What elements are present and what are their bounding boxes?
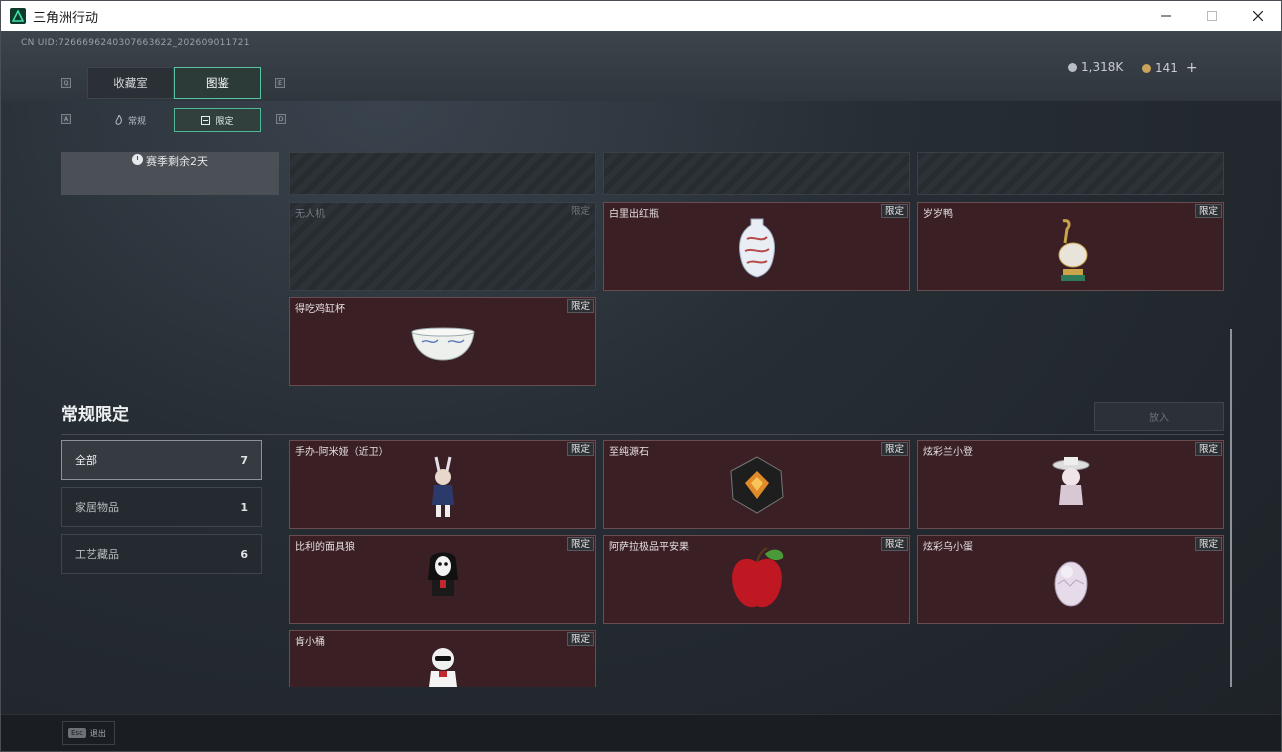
item-card[interactable]: 炫彩乌小蛋 限定 — [917, 535, 1224, 624]
item-name: 比利的面具狼 — [295, 542, 355, 553]
item-name: 手办-阿米娅（近卫） — [295, 447, 389, 458]
minimize-button[interactable] — [1143, 1, 1189, 31]
limited-tag: 限定 — [880, 537, 908, 551]
item-card-bowl[interactable]: 得吃鸡缸杯 限定 — [289, 297, 596, 386]
item-card[interactable]: 比利的面具狼 限定 — [289, 535, 596, 624]
uid-label: CN UID:7266696240307663622_202609011721 — [21, 38, 250, 48]
item-name: 炫彩兰小登 — [923, 447, 973, 458]
game-view: CN UID:7266696240307663622_202609011721 … — [1, 31, 1281, 751]
item-name: 至纯源石 — [609, 447, 649, 458]
section-divider — [61, 434, 1224, 435]
main-tabs: 收藏室 图鉴 — [87, 67, 261, 99]
item-card-drone[interactable]: 无人机 限定 — [289, 202, 596, 291]
sub-tabs: 常规 限定 — [87, 108, 261, 132]
limited-tag: 限定 — [566, 537, 594, 551]
item-card-partial[interactable] — [289, 152, 596, 195]
season-banner: 赛季剩余2天 — [61, 152, 279, 195]
silver-coin-icon — [1068, 62, 1077, 72]
limited-tag: 限定 — [570, 206, 590, 217]
close-button[interactable] — [1235, 1, 1281, 31]
window-title: 三角洲行动 — [33, 10, 99, 26]
maximize-button[interactable] — [1189, 1, 1235, 31]
subtab-regular-label: 常规 — [127, 116, 146, 127]
category-label: 家居物品 — [75, 501, 119, 514]
category-count: 6 — [240, 547, 248, 561]
esc-key-hint: Esc — [68, 728, 86, 738]
item-name: 阿萨拉极品平安果 — [609, 542, 689, 553]
currency-silver: 1,318K — [1068, 60, 1123, 74]
app-logo-icon — [10, 8, 26, 24]
gem-icon — [729, 456, 784, 514]
vase-icon — [738, 218, 775, 278]
item-card[interactable]: 阿萨拉极品平安果 限定 — [603, 535, 910, 624]
box-icon — [201, 115, 211, 125]
clock-icon — [132, 154, 143, 165]
subtab-regular[interactable]: 常规 — [87, 108, 174, 132]
item-name: 得吃鸡缸杯 — [295, 304, 345, 315]
category-count: 1 — [240, 500, 248, 514]
category-label: 全部 — [75, 454, 97, 467]
tab-collection-room[interactable]: 收藏室 — [87, 67, 174, 99]
currency-gold-value: 141 — [1155, 61, 1178, 75]
item-card[interactable]: 至纯源石 限定 — [603, 440, 910, 529]
limited-tag: 限定 — [566, 299, 594, 313]
item-name: 肯小桶 — [295, 637, 325, 648]
category-home-items[interactable]: 家居物品 1 — [61, 487, 262, 527]
mask-figure-icon — [427, 552, 458, 596]
limited-tag: 限定 — [880, 204, 908, 218]
item-card-duck[interactable]: 岁岁鸭 限定 — [917, 202, 1224, 291]
apple-icon — [731, 547, 783, 608]
item-name: 白里出红瓶 — [609, 209, 659, 220]
subtab-limited-label: 限定 — [215, 116, 234, 127]
scrollbar[interactable] — [1230, 329, 1232, 687]
put-in-button[interactable]: 放入 — [1094, 402, 1224, 431]
key-hint-q: Q — [61, 78, 71, 88]
limited-tag: 限定 — [1194, 537, 1222, 551]
item-card[interactable]: 炫彩兰小登 限定 — [917, 440, 1224, 529]
bowl-icon — [410, 327, 475, 361]
currency-gold: 141 + — [1142, 60, 1198, 76]
limited-tag: 限定 — [566, 442, 594, 456]
duck-icon — [1058, 219, 1087, 281]
bottom-bar: Esc 退出 — [1, 714, 1281, 751]
item-card-partial[interactable] — [603, 152, 910, 195]
category-count: 7 — [240, 453, 248, 467]
subtab-limited[interactable]: 限定 — [174, 108, 261, 132]
category-label: 工艺藏品 — [75, 548, 119, 561]
sombrero-figure-icon — [1052, 457, 1089, 505]
item-name: 炫彩乌小蛋 — [923, 542, 973, 553]
limited-tag: 限定 — [880, 442, 908, 456]
item-card-vase[interactable]: 白里出红瓶 限定 — [603, 202, 910, 291]
title-bar: 三角洲行动 — [1, 1, 1281, 31]
section-title: 常规限定 — [61, 405, 129, 425]
add-currency-button[interactable]: + — [1185, 60, 1198, 76]
season-remaining-label: 赛季剩余2天 — [146, 155, 208, 168]
gold-coin-icon — [1142, 63, 1151, 73]
item-card[interactable]: 肯小桶 限定 — [289, 630, 596, 687]
limited-tag: 限定 — [566, 632, 594, 646]
item-card[interactable]: 手办-阿米娅（近卫） 限定 — [289, 440, 596, 529]
key-hint-e: E — [275, 78, 285, 88]
item-card-partial[interactable] — [917, 152, 1224, 195]
item-name: 岁岁鸭 — [923, 209, 953, 220]
limited-tag: 限定 — [1194, 442, 1222, 456]
exit-label: 退出 — [89, 728, 106, 738]
currency-silver-value: 1,318K — [1081, 60, 1124, 74]
category-all[interactable]: 全部 7 — [61, 440, 262, 480]
key-hint-a: A — [61, 114, 71, 124]
tab-catalog[interactable]: 图鉴 — [174, 67, 261, 99]
item-name: 无人机 — [295, 209, 325, 220]
bucket-figure-icon — [428, 648, 457, 687]
category-crafts[interactable]: 工艺藏品 6 — [61, 534, 262, 574]
limited-tag: 限定 — [1194, 204, 1222, 218]
figure-icon — [431, 456, 454, 517]
flame-icon — [115, 115, 122, 125]
egg-figure-icon — [1054, 561, 1087, 607]
key-hint-d: D — [276, 114, 286, 124]
exit-button[interactable]: Esc 退出 — [62, 721, 115, 745]
